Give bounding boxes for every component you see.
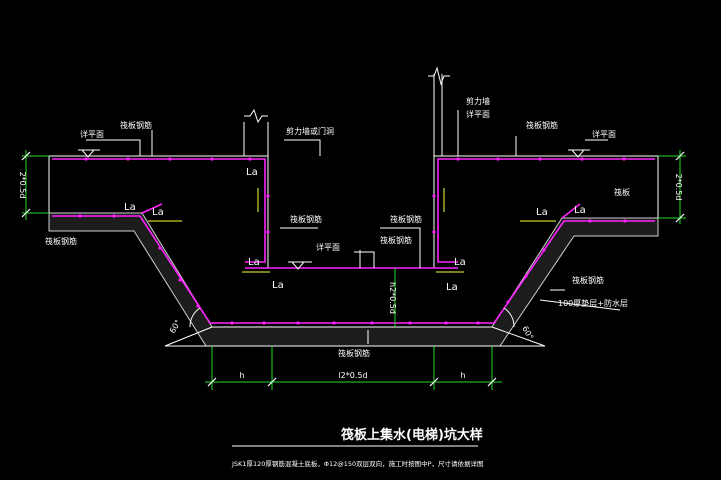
dim-left-slab: 2*0.5d [18,172,27,199]
anchor-la: La [574,205,586,216]
label-left-bed-rebar: 筏板钢筋 [45,236,77,246]
label-right-slab: 筏板 [614,187,630,197]
label-angle-left: 60° [168,318,183,335]
label-pit-level: 详平面 [316,242,340,252]
bottom-rebar [52,215,655,324]
label-cushion: 100厚垫层+防水层 [558,298,628,308]
dimension-lines [21,150,686,390]
cushion-layer [48,212,659,347]
drawing-title: 筏板上集水(电梯)坑大样 [341,427,483,443]
label-left-top-level: 详平面 [80,129,104,139]
anchor-la: La [124,202,136,213]
label-left-top-rebar: 筏板钢筋 [120,120,152,130]
drawing-note: JSK1厚120厚钢筋混凝土底板，Φ12@150双层双向，施工时按图中P，尺寸请… [231,459,484,468]
dim-bottom-right: h [460,371,465,380]
label-center-rebar-right: 筏板钢筋 [390,214,422,224]
anchor-lines [148,188,556,273]
label-pit-wall-top: 剪力墙或门洞 [286,126,334,136]
label-right-top-rebar: 筏板钢筋 [526,120,558,130]
anchor-la: La [152,207,164,218]
label-right-slope-rebar: 筏板钢筋 [572,275,604,285]
label-right-level: 详平面 [466,109,490,119]
label-center-rebar-left: 筏板钢筋 [290,214,322,224]
dim-pit-depth: h2*0.5d [388,282,397,314]
anchor-la: La [248,257,260,268]
label-right-wall: 剪力墙 [466,96,490,106]
dim-bottom-left: h [239,371,244,380]
dim-right-slab: 2*0.5d [674,174,683,201]
angle-marks [164,307,546,347]
anchor-la: La [454,257,466,268]
anchor-la: La [272,280,284,291]
label-angle-right: 60° [520,325,535,342]
label-right-top-level: 详平面 [592,129,616,139]
anchor-la: La [446,282,458,293]
leader-lines [86,110,621,344]
level-markers [78,149,590,270]
rebar-lines [52,157,655,325]
anchor-la: La [246,167,258,178]
label-center-rebar-lower: 筏板钢筋 [380,235,412,245]
label-bottom-rebar: 筏板钢筋 [338,348,370,358]
anchor-la: La [536,207,548,218]
left-top-rebar [52,158,266,263]
dim-bottom-middle: l2*0.5d [338,371,367,380]
right-top-rebar [437,158,655,263]
